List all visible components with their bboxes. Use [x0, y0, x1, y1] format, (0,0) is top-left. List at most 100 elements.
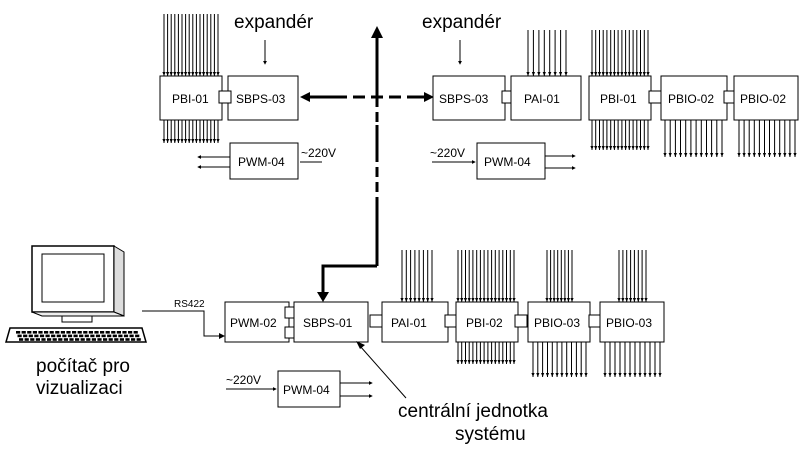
central-pointer-line	[359, 345, 407, 399]
keyboard-key	[30, 338, 35, 341]
wire-tr-pbio02a-arrowhead	[720, 153, 724, 157]
connector-tl-1	[218, 90, 232, 104]
wire-tr-pbi01-top-arrowhead	[635, 72, 639, 76]
module-tr-pbio02b-label: PBIO-02	[740, 92, 786, 106]
module-tr-pwm04-label: PWM-04	[484, 155, 531, 169]
wire-b-pai01-arrowhead	[400, 298, 404, 302]
wire-tl-pbi01-top-arrowhead	[187, 72, 191, 76]
wire-b-pbi02-top-arrowhead	[497, 298, 501, 302]
keyboard-key	[114, 338, 119, 341]
module-b-pbi02-label: PBI-02	[466, 316, 503, 330]
keyboard-key	[128, 331, 133, 334]
wire-tr-pbio02b-arrowhead	[783, 153, 787, 157]
module-b-pbio03b	[599, 301, 665, 343]
connector-b-1b	[284, 326, 295, 339]
keyboard-key	[97, 338, 102, 341]
wire-b-pbio03a-bottom-arrowhead	[550, 373, 554, 377]
keyboard-key	[86, 338, 91, 341]
module-tr-pbio02b	[733, 75, 799, 121]
keyboard-key	[41, 338, 46, 341]
wire-b-pbio03b-bottom-arrowhead	[613, 373, 617, 377]
wire-tr-pbi01-bottom-arrowhead	[631, 146, 635, 150]
wire-b-pbi02-bottom-arrowhead	[486, 360, 490, 364]
keyboard-key	[90, 334, 95, 338]
wire-tl-pbi01-bottom-arrowhead	[198, 139, 202, 143]
wire-tr-pbio02b-arrowhead	[747, 153, 751, 157]
wire-tl-pbi01-bottom-arrowhead	[216, 139, 220, 143]
module-tr-pai01-label: PAI-01	[524, 92, 560, 106]
wire-tr-pbio02a-arrowhead	[694, 153, 698, 157]
module-tr-pai01	[510, 75, 582, 121]
wire-b-pbio03b-top-arrowhead	[628, 298, 633, 302]
wire-b-pbio03b-bottom-arrowhead	[653, 373, 657, 377]
keyboard-key	[45, 334, 50, 338]
wire-b-pai01-arrowhead	[421, 298, 426, 302]
keyboard-key	[32, 331, 37, 334]
keyboard-key	[111, 331, 116, 334]
wire-b-pbi02-top-arrowhead	[501, 298, 505, 302]
wire-tl-pbi01-top-arrowhead	[198, 72, 202, 76]
keyboard-key	[24, 338, 29, 341]
system-bus	[300, 26, 434, 302]
keyboard-key	[56, 334, 61, 338]
wire-b-pai01-arrowhead	[426, 298, 430, 302]
wire-tl-pbi01-top-arrowhead	[191, 72, 195, 76]
wire-tr-pbio02a-arrowhead	[668, 153, 672, 157]
keyboard-key	[73, 334, 78, 338]
bus-up-arrow	[371, 26, 383, 38]
module-tr-pbio02a	[660, 75, 728, 121]
wire-tl-pbi01-top-arrowhead	[162, 72, 166, 76]
v220-label-top-right: ~220V	[430, 146, 465, 160]
wire-tl-pbi01-bottom-arrowhead	[176, 139, 180, 143]
module-tr-pbio02a-label: PBIO-02	[668, 92, 714, 106]
module-tl-pwm04	[229, 142, 299, 180]
wire-b-pai01-arrowhead	[404, 298, 408, 302]
wire-tl-pbi01-bottom-arrowhead	[202, 139, 206, 143]
keyboard-key	[100, 331, 105, 334]
computer-label-line1: počítač pro	[36, 356, 130, 377]
wire-b-pbi02-bottom-arrowhead	[482, 360, 486, 364]
wire-tl-pbi01-bottom-arrowhead	[173, 139, 177, 143]
wire-tr-pbio02b-arrowhead	[742, 153, 746, 157]
keyboard-key	[17, 334, 22, 338]
central-pointer-arrow	[356, 341, 365, 349]
wire-tr-pai01-arrowhead	[548, 72, 552, 76]
wire-tr-pai01-arrowhead	[537, 72, 541, 76]
wire-tr-pbi01-bottom-arrowhead	[638, 146, 643, 150]
wire-b-pbio03b-bottom-arrowhead	[628, 373, 632, 377]
wire-tr-pbio02a-arrowhead	[699, 153, 703, 157]
wire-b-pbi02-top-arrowhead	[478, 298, 482, 302]
keyboard-key	[133, 331, 138, 334]
keyboard-key	[58, 338, 63, 341]
wire-b-pbio03b-top-arrowhead	[636, 298, 640, 302]
wire-tr-pbi01-bottom-arrowhead	[646, 146, 650, 150]
keyboard-key	[95, 334, 101, 338]
io-wires	[162, 14, 797, 377]
v220-label-top-left: ~220V	[301, 146, 336, 160]
wire-tl-pbi01-top-arrowhead	[209, 72, 213, 76]
wire-b-pai01-arrowhead	[430, 298, 434, 302]
wire-tr-pbi01-top-arrowhead	[590, 72, 594, 76]
wire-b-pbi02-bottom-arrowhead	[467, 360, 471, 364]
keyboard-key	[21, 331, 26, 334]
module-b-pwm02	[224, 301, 290, 343]
wire-tr-pbi01-top-arrowhead	[609, 72, 613, 76]
keyboard-key	[105, 331, 110, 334]
module-b-pbi02	[455, 301, 519, 343]
keyboard-key	[51, 334, 56, 338]
wire-tl-pbi01-top-arrowhead	[216, 72, 220, 76]
keyboard-key	[63, 338, 68, 341]
wire-b-pbi02-bottom-arrowhead	[490, 360, 494, 364]
keyboard-key	[118, 334, 123, 338]
wire-b-pbi02-top-arrowhead	[456, 298, 460, 302]
wire-b-pbio03b-top-arrowhead	[621, 298, 625, 302]
central-unit-label-line2: systému	[455, 424, 526, 445]
expander-label-left: expandér	[234, 12, 314, 33]
keyboard-key	[16, 331, 21, 334]
wire-b-pbi02-top-arrowhead	[471, 298, 475, 302]
wire-b-pbi02-top-arrowhead	[467, 298, 471, 302]
wire-tr-pbi01-bottom-arrowhead	[597, 146, 602, 150]
keyboard-key	[62, 334, 67, 338]
wire-b-pbi02-top-arrowhead	[504, 298, 509, 302]
wire-tl-pbi01-bottom-arrowhead	[209, 139, 213, 143]
